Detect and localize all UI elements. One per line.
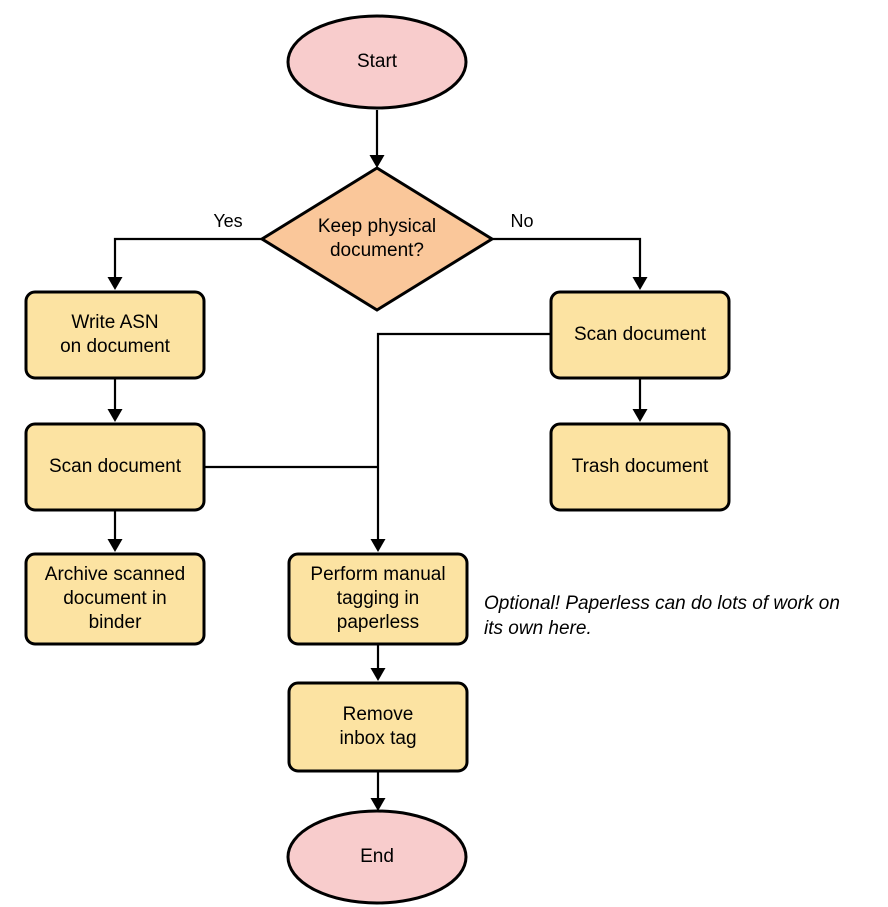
edge-line [376,332,551,540]
node-label-line: Start [357,51,398,72]
annotation-line: its own here. [484,618,592,639]
node-label-line: End [360,846,394,867]
edge-label-no: No [510,211,533,231]
node-archive-scanned-document-in-binder[interactable]: Archive scanned document in binder [24,552,206,646]
node-label-line: Write ASN [71,312,158,333]
edge-line [113,237,262,278]
node-scan-document-left[interactable]: Scan document [24,422,206,512]
process-shape [24,552,206,646]
edge-decision-yes-to-write-asn: Yes [107,211,262,290]
process-shape [287,552,469,646]
node-label-line: Archive scanned [45,564,185,585]
node-start[interactable]: Start [286,14,468,110]
node-label-line: document? [330,240,424,261]
edge-start-to-decision [369,110,385,168]
process-shape [24,422,206,512]
process-shape [24,290,206,380]
arrowhead-icon [370,798,386,811]
terminator-shape [286,809,468,905]
node-label-line: tagging in [337,588,419,609]
node-end[interactable]: End [286,809,468,905]
edge-scan-document-left-to-archive [107,510,123,552]
arrowhead-icon [107,277,123,290]
process-shape [287,681,469,773]
node-label-line: Trash document [572,456,709,477]
edge-tagging-to-remove-inbox-tag [370,644,386,681]
node-label-line: Scan document [49,456,182,477]
arrowhead-icon [632,277,648,290]
edge-scan-document-right-to-trash [632,378,648,422]
arrowhead-icon [107,539,123,552]
edge-decision-no-to-scan-document-right: No [492,211,648,290]
node-label-line: paperless [337,612,419,633]
edge-scan-document-right-to-tagging [370,332,551,552]
terminator-shape [286,14,468,110]
arrowhead-icon [632,409,648,422]
edge-write-asn-to-scan-document-left [107,378,123,422]
process-shape [549,290,731,380]
node-scan-document-right[interactable]: Scan document [549,290,731,380]
node-label-line: Keep physical [318,216,436,237]
annotation-optional-note: Optional! Paperless can do lots of work … [484,593,840,639]
node-label-line: binder [89,612,142,633]
edge-label-yes: Yes [213,211,242,231]
node-trash-document[interactable]: Trash document [549,422,731,512]
node-keep-physical-document[interactable]: Keep physical document? [259,166,495,312]
arrowhead-icon [369,155,385,168]
arrowhead-icon [107,409,123,422]
node-label-line: inbox tag [339,728,416,749]
annotations-layer: Optional! Paperless can do lots of work … [484,593,840,639]
process-shape [549,422,731,512]
node-label-line: document in [63,588,167,609]
node-perform-manual-tagging-in-paperless[interactable]: Perform manual tagging in paperless [287,552,469,646]
node-label-line: Remove [343,704,414,725]
decision-shape [259,166,495,312]
node-write-asn-on-document[interactable]: Write ASN on document [24,290,206,380]
edges-layer: Yes No [107,110,648,811]
node-label-line: Perform manual [310,564,445,585]
annotation-line: Optional! Paperless can do lots of work … [484,593,840,614]
node-label-line: on document [60,336,171,357]
node-label-line: Scan document [574,324,707,345]
edge-line [492,237,642,278]
edge-remove-inbox-tag-to-end [370,771,386,811]
arrowhead-icon [370,668,386,681]
node-remove-inbox-tag[interactable]: Remove inbox tag [287,681,469,773]
arrowhead-icon [370,539,386,552]
